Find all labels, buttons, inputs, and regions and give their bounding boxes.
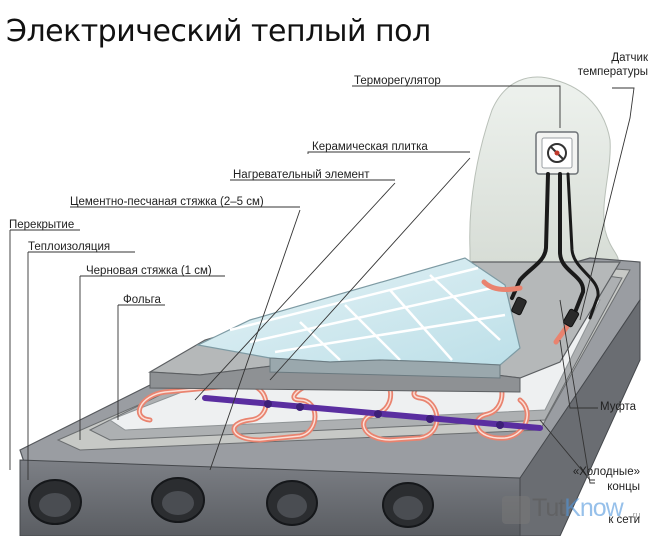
watermark-icon	[502, 496, 530, 524]
watermark-logo: TutKnow .ru	[502, 494, 650, 536]
watermark-suffix: .ru	[630, 510, 641, 520]
label-rough-screed: Черновая стяжка (1 см)	[86, 265, 212, 277]
thermostat-icon	[535, 131, 579, 175]
label-coupling: Муфта	[600, 401, 637, 413]
label-screed: Цементно-песчаная стяжка (2–5 см)	[70, 196, 264, 208]
label-insulation: Теплоизоляция	[28, 241, 111, 253]
label-tile: Керамическая плитка	[312, 141, 428, 153]
sensor-conduit	[202, 395, 543, 431]
slab-right	[519, 298, 641, 536]
label-sensor-2: температуры	[577, 66, 648, 78]
label-slab: Перекрытие	[9, 219, 75, 231]
watermark-text-a: Tut	[532, 494, 565, 522]
leader-lines	[9, 85, 635, 484]
tile-grout	[229, 266, 506, 361]
label-heating: Нагревательный элемент	[233, 169, 370, 181]
label-foil: Фольга	[123, 294, 161, 306]
watermark-text-b: Know	[564, 494, 624, 522]
label-thermostat: Терморегулятор	[354, 75, 441, 87]
ceramic-tile-surface	[196, 257, 521, 366]
label-sensor-1: Датчик	[611, 52, 648, 64]
coupling-icon	[511, 296, 527, 316]
label-cold-ends-3: к сети	[608, 514, 640, 526]
label-cold-ends-1: «Холодные»	[572, 466, 640, 478]
label-cold-ends-2: концы	[607, 481, 640, 493]
page-title: Электрический теплый пол	[6, 14, 431, 49]
